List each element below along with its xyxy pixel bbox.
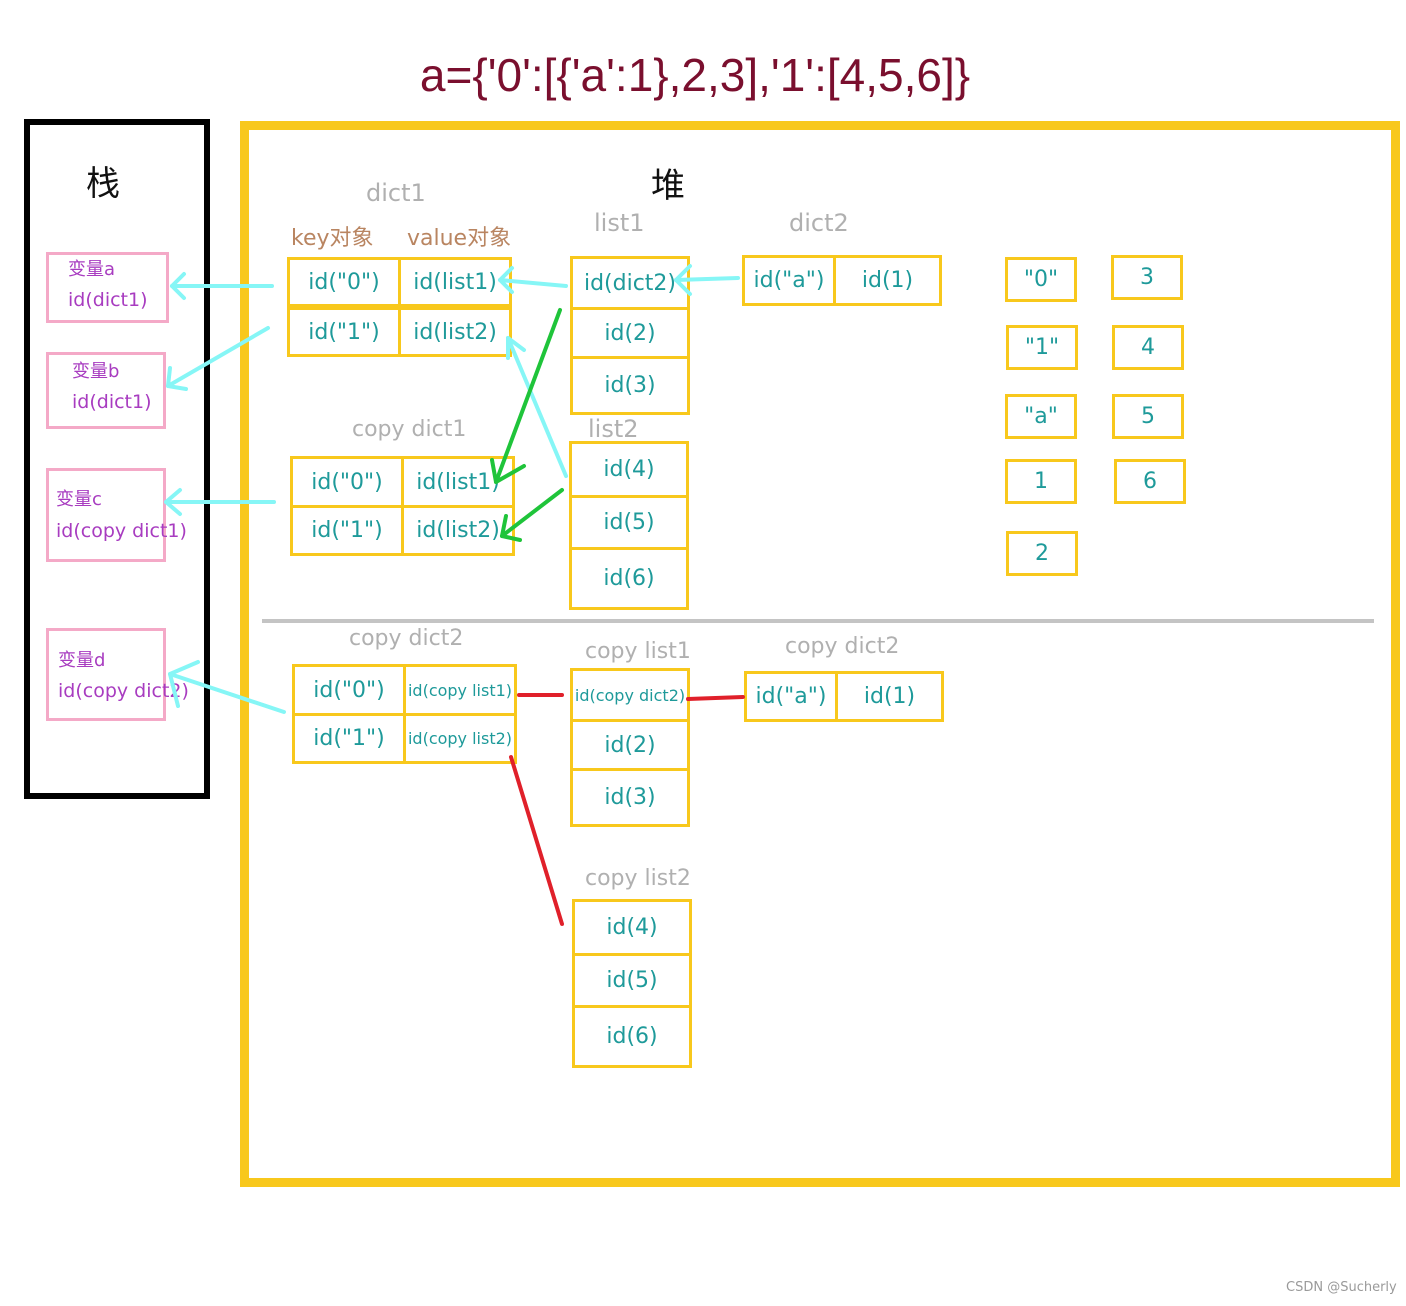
arrow-head-dict2 <box>674 264 692 296</box>
copy-list2-item-1: id(5) <box>572 953 692 1008</box>
list2-item-1: id(5) <box>569 495 689 550</box>
copy-list1-item-2: id(3) <box>570 768 690 827</box>
arrow-dict2-to-list1 <box>674 276 740 282</box>
copy-dict2-value: id(1) <box>835 671 944 722</box>
copy-list2-item-0: id(4) <box>572 899 692 956</box>
deep-copy-dict-label: copy dict2 <box>349 626 464 651</box>
dict1-value-0: id(list1) <box>398 257 512 307</box>
object-str-1: "1" <box>1006 325 1078 370</box>
var-d-name: 变量d <box>58 650 106 671</box>
stack-var-a <box>46 252 169 323</box>
arrow-list1-to-dict1 <box>498 278 568 288</box>
copy-list2-label: copy list2 <box>585 866 691 891</box>
heap-label: 堆 <box>651 166 685 206</box>
var-c-name: 变量c <box>56 489 102 510</box>
watermark: CSDN @Sucherly <box>1286 1280 1397 1295</box>
var-b-id: id(dict1) <box>72 391 152 413</box>
stack-var-b <box>46 352 166 429</box>
object-int-2: 2 <box>1006 531 1078 576</box>
stack-frame <box>24 119 210 799</box>
diagram-title: a={'0':[{'a':1},2,3],'1':[4,5,6]} <box>419 49 971 101</box>
arrow-head-var-c <box>164 488 182 516</box>
var-a-id: id(dict1) <box>68 289 148 311</box>
object-int-1: 1 <box>1005 459 1077 504</box>
list1-label: list1 <box>594 209 645 237</box>
deep-link-copy-list1-to-copy-dict2 <box>686 695 745 701</box>
copy-dict1-value-1: id(list2) <box>401 505 515 556</box>
dict2-value: id(1) <box>833 255 942 306</box>
dict1-key-0: id("0") <box>287 257 401 307</box>
object-int-5: 5 <box>1112 394 1184 439</box>
dict2-label: dict2 <box>789 209 849 237</box>
dict1-key-header: key对象 <box>291 226 374 251</box>
stack-label: 栈 <box>86 164 120 204</box>
object-str-0: "0" <box>1005 257 1077 302</box>
list2-item-2: id(6) <box>569 547 689 610</box>
shallow-arrow-list1 <box>494 308 562 484</box>
copy-dict1-key-1: id("1") <box>290 505 404 556</box>
dict1-value-header: value对象 <box>407 226 512 251</box>
object-int-4: 4 <box>1112 325 1184 370</box>
var-b-name: 变量b <box>72 361 120 382</box>
copy-dict2-label: copy dict2 <box>785 634 900 659</box>
arrow-head-var-a <box>170 272 186 300</box>
copy-dict1-label: copy dict1 <box>352 417 467 442</box>
object-str-a: "a" <box>1005 394 1077 439</box>
copy-dict2-key: id("a") <box>744 671 838 722</box>
list2-label: list2 <box>588 415 639 443</box>
object-int-3: 3 <box>1111 255 1183 300</box>
deep-dict-value-1: id(copy list2) <box>403 713 517 764</box>
dict1-key-1: id("1") <box>287 307 401 357</box>
section-divider <box>262 619 1374 623</box>
arrow-head-list2 <box>506 336 526 360</box>
arrow-dict1-to-var-b <box>166 326 270 388</box>
stack-var-d <box>46 628 166 721</box>
var-a-name: 变量a <box>68 259 116 280</box>
arrow-list2-to-dict1 <box>506 336 568 478</box>
arrow-head-list1 <box>498 266 514 294</box>
arrow-head-var-b <box>166 366 188 391</box>
var-c-id: id(copy dict1) <box>56 520 187 542</box>
shallow-arrow-head-list2 <box>500 514 522 542</box>
copy-dict1-key-0: id("0") <box>290 456 404 508</box>
shallow-arrow-list2 <box>500 488 564 538</box>
arrow-head-var-d <box>168 660 200 708</box>
arrow-deep-dict-to-var-d <box>168 672 286 714</box>
dict1-value-1: id(list2) <box>398 307 512 357</box>
copy-list2-item-2: id(6) <box>572 1005 692 1068</box>
heap-frame <box>240 121 1400 1187</box>
var-d-id: id(copy dict2) <box>58 680 189 702</box>
stack-var-c <box>46 468 166 562</box>
dict1-label: dict1 <box>366 179 426 207</box>
list1-item-2: id(3) <box>570 356 690 415</box>
deep-link-dict-to-copy-list2 <box>509 755 564 926</box>
shallow-arrow-head-list1 <box>490 458 526 484</box>
deep-dict-key-1: id("1") <box>292 713 406 764</box>
copy-list1-label: copy list1 <box>585 639 691 664</box>
object-int-6: 6 <box>1114 459 1186 504</box>
